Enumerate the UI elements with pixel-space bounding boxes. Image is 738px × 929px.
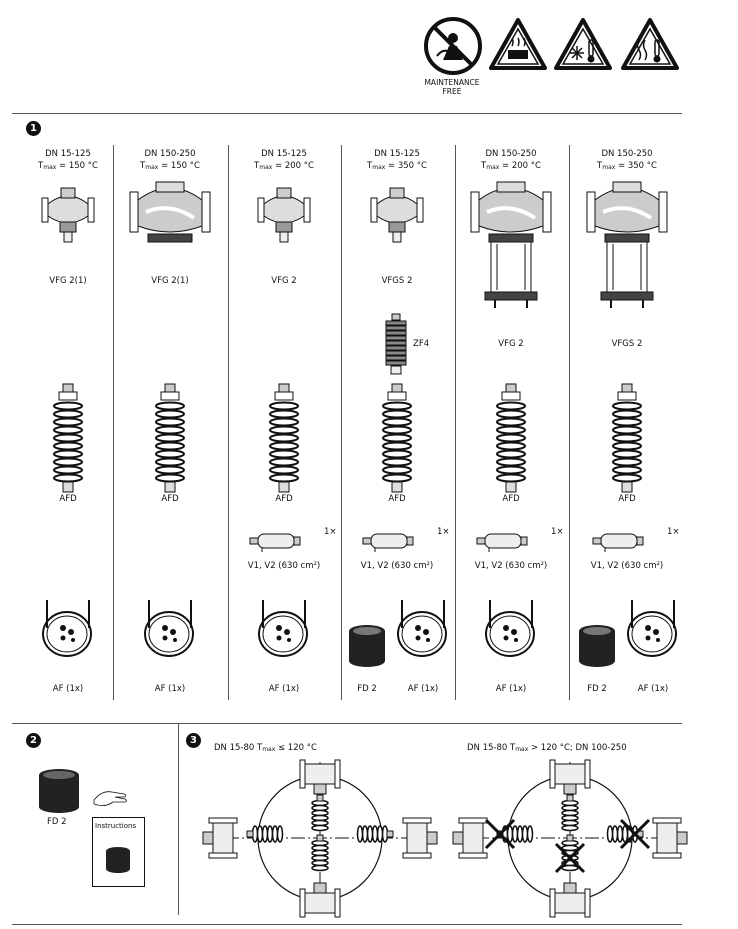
installation-diagram-allowed [202,759,438,918]
installation-diagram-restricted [452,759,688,918]
col-6-valve-label: VFGS 2 [611,339,643,349]
col-3-afd-image [269,383,299,493]
no-maintenance-icon [424,17,482,75]
col-5-af-image [485,600,535,657]
col-2-af-image [144,600,194,657]
col-1-valve-image [41,187,95,243]
col-3-valve-image [257,187,311,243]
col-5-afd-label: AFD [502,494,520,504]
warning-frost-thermometer-icon [554,18,612,70]
col-3-af-image [258,600,308,657]
col-4-afd-label: AFD [388,494,406,504]
col-6-fd2-label: FD 2 [587,684,607,694]
col-4-tank-image [362,533,414,552]
col-3-valve-label: VFG 2 [271,276,297,286]
col-4-valve-label: VFGS 2 [381,276,413,286]
col-6-qty: 1× [667,527,680,537]
col-5-qty: 1× [551,527,564,537]
col-4-dn: DN 15-125 [374,149,420,159]
maintenance-label-1: MAINTENANCE [424,78,480,87]
col-4-zf4-label: ZF4 [413,339,430,349]
col-4-tank-label: V1, V2 (630 cm²) [360,561,434,571]
col-1-af-label: AF (1x) [52,684,84,694]
col-6-afd-label: AFD [618,494,636,504]
col-4-af-label: AF (1x) [407,684,439,694]
col-5-tank-image [476,533,528,552]
col-4-qty: 1× [437,527,450,537]
instructions-fd2-icon [106,847,130,873]
col-3-tank-image [249,533,301,552]
col-3-dn: DN 15-125 [261,149,307,159]
section-3-right-label: DN 15-80 Tmax > 120 °C; DN 100-250 [467,743,627,753]
col-5-dn: DN 150-250 [485,149,537,159]
col-4-af-image [397,600,447,657]
col-4-afd-image [382,383,412,493]
warning-heat-thermometer-icon [621,18,679,70]
col-6-tmax: Tmax = 350 °C [597,161,657,171]
col-1-afd-image [53,383,83,493]
col-4-fd2-label: FD 2 [357,684,377,694]
col-6-valve-image [586,181,668,308]
col-6-dn: DN 150-250 [601,149,653,159]
col-4-fd2-image [349,625,385,667]
col-5-valve-image [470,181,552,308]
col-6-afd-image [612,383,642,493]
col-5-valve-label: VFG 2 [498,339,524,349]
col-3-af-label: AF (1x) [268,684,300,694]
section-2-number: 2 [26,733,41,748]
warning-hot-surface-icon [489,18,547,70]
col-1-dn: DN 15-125 [45,149,91,159]
col-1-af-image [42,600,92,657]
section-1-number: 1 [26,121,41,136]
col-1-valve-label: VFG 2(1) [49,276,87,286]
section-2-fd2-label: FD 2 [47,817,67,827]
col-1-tmax: Tmax = 150 °C [38,161,98,171]
col-3-qty: 1× [324,527,337,537]
col-2-afd-label: AFD [161,494,179,504]
col-6-af-label: AF (1x) [637,684,669,694]
col-3-afd-label: AFD [275,494,293,504]
col-2-dn: DN 150-250 [144,149,196,159]
col-2-valve-label: VFG 2(1) [151,276,189,286]
col-4-zf4-image [385,313,407,375]
col-2-valve-image [129,181,211,243]
col-5-tmax: Tmax = 200 °C [481,161,541,171]
col-4-valve-image [370,187,424,243]
col-6-tank-label: V1, V2 (630 cm²) [590,561,664,571]
instructions-sheet: Instructions [92,817,145,887]
col-4-tmax: Tmax = 350 °C [367,161,427,171]
col-6-fd2-image [579,625,615,667]
fd2-insulation-icon [39,769,79,813]
col-6-tank-image [592,533,644,552]
col-2-tmax: Tmax = 150 °C [140,161,200,171]
col-2-af-label: AF (1x) [154,684,186,694]
hand-icon [93,791,127,806]
section-3-left-label: DN 15-80 Tmax ≤ 120 °C [214,743,317,753]
col-5-afd-image [496,383,526,493]
col-3-tmax: Tmax = 200 °C [254,161,314,171]
col-5-tank-label: V1, V2 (630 cm²) [474,561,548,571]
col-3-tank-label: V1, V2 (630 cm²) [247,561,321,571]
col-2-afd-image [155,383,185,493]
col-5-af-label: AF (1x) [495,684,527,694]
col-1-afd-label: AFD [59,494,77,504]
instructions-label: Instructions [95,822,137,830]
maintenance-label-2: FREE [442,87,462,96]
col-6-af-image [627,600,677,657]
section-3-number: 3 [186,733,201,748]
